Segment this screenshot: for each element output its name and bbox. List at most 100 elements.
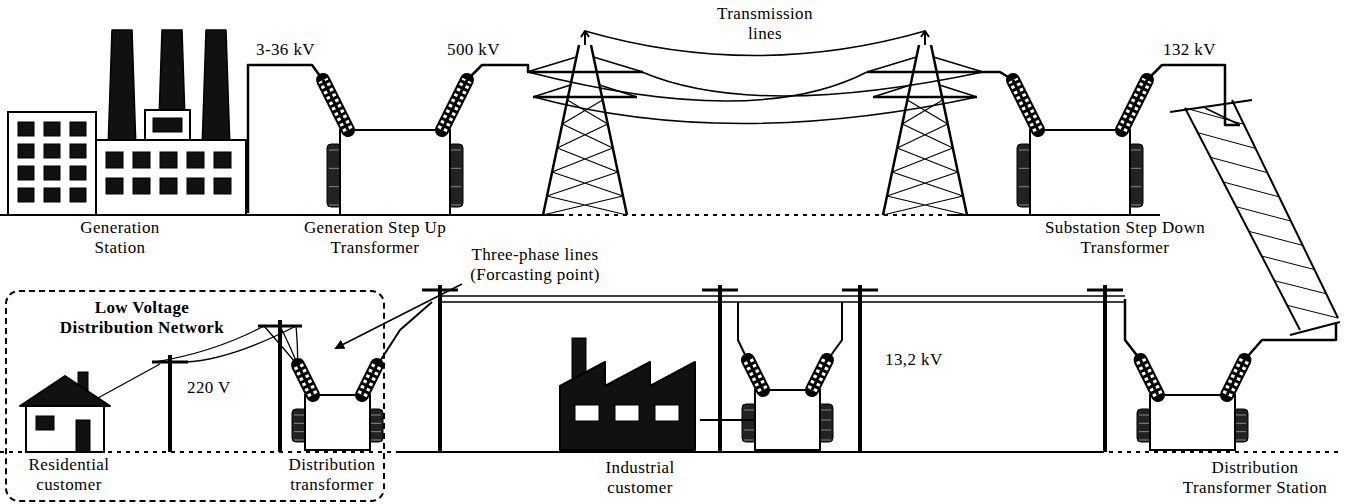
radiator-fin	[1130, 150, 1141, 151]
tower-brace	[873, 85, 977, 97]
tower-lattice	[557, 124, 613, 148]
radiator-fin	[1235, 415, 1246, 416]
radiator-fin	[1139, 440, 1150, 441]
tower-lattice	[1287, 305, 1338, 318]
component-label: Distribution Transformer Station	[1173, 458, 1338, 498]
three-phase-lines	[264, 326, 298, 365]
ground-line	[560, 214, 950, 216]
tower-lattice	[897, 124, 953, 148]
transmission-conductor	[534, 97, 977, 124]
bushing-insulator	[362, 365, 377, 395]
conductor	[738, 302, 748, 360]
tower-lattice	[1198, 133, 1256, 149]
ground-line	[400, 451, 1100, 453]
window	[18, 144, 34, 158]
bushing-insulator	[1122, 80, 1147, 130]
radiator-fin	[450, 168, 461, 169]
window	[153, 118, 182, 132]
tower-lattice	[1185, 108, 1244, 124]
conductor	[1245, 322, 1337, 360]
window	[214, 152, 231, 168]
tower-brace	[527, 57, 643, 72]
transformer-tank	[1150, 395, 1235, 450]
radiator-fin	[820, 440, 831, 441]
radiator-fin	[294, 423, 305, 424]
distribution-conductor	[440, 301, 1125, 303]
ground-line	[1100, 451, 1340, 453]
distribution-conductor	[440, 295, 1125, 297]
window	[36, 416, 54, 430]
transmission-conductor	[528, 72, 867, 101]
bushing-core	[748, 360, 763, 390]
conductor	[828, 302, 843, 360]
bushing-insulator	[1013, 80, 1038, 130]
window	[187, 152, 204, 168]
bushing-insulator	[323, 80, 348, 130]
radiator-fin	[744, 410, 755, 411]
window	[18, 188, 34, 202]
tower-lattice	[543, 196, 627, 215]
radiator-fin	[1235, 423, 1246, 424]
radiator-fin	[450, 205, 461, 206]
radiator-fin	[294, 431, 305, 432]
chimney	[202, 30, 230, 150]
tower-crossarm	[527, 71, 643, 74]
bushing-core	[1141, 360, 1159, 395]
utility-pole	[1103, 285, 1107, 452]
component-label: Generation Station	[70, 218, 170, 258]
bushing-core	[1227, 360, 1245, 395]
factory-chimney	[572, 338, 586, 378]
window	[106, 178, 123, 194]
window	[160, 152, 177, 168]
conductor	[1125, 299, 1141, 360]
tower-peak	[584, 31, 586, 45]
service-drop	[98, 364, 160, 398]
radiator-fin	[820, 410, 831, 411]
window	[18, 166, 34, 180]
tower-crossarm	[1290, 322, 1340, 335]
radiator-fin	[820, 420, 831, 421]
utility-pole	[278, 320, 282, 452]
voltage-label: 220 V	[187, 378, 231, 398]
radiator-fin	[1139, 423, 1150, 424]
component-label: 132 kV	[1163, 40, 1216, 60]
bushing-insulator	[298, 365, 313, 395]
network-title: Low Voltage Distribution Network	[55, 298, 230, 338]
tower-lattice	[1211, 157, 1268, 172]
radiator-fin	[370, 415, 381, 416]
bushing-insulator	[812, 360, 827, 390]
window	[70, 188, 86, 202]
door	[76, 420, 90, 452]
bushing-core	[1013, 80, 1038, 130]
bushing-insulator	[1227, 360, 1245, 395]
conductor	[467, 65, 528, 80]
bushing-insulator	[748, 360, 763, 390]
radiator-fin	[450, 186, 461, 187]
component-label: 3-36 kV	[256, 40, 315, 60]
radiator-fin	[744, 430, 755, 431]
radiator-fin	[1130, 168, 1141, 169]
bushing-insulator	[748, 360, 763, 390]
chimney	[108, 30, 136, 150]
utility-pole	[718, 285, 722, 452]
window	[44, 166, 60, 180]
bushing-insulator	[1227, 360, 1245, 395]
window	[160, 178, 177, 194]
tower-lattice	[1249, 231, 1303, 245]
radiator-fin	[820, 430, 831, 431]
station-tower	[145, 110, 190, 140]
tower-lattice	[883, 196, 967, 215]
station-hall	[96, 140, 246, 215]
bushing-insulator	[1141, 360, 1159, 395]
transformer-tank	[305, 395, 370, 450]
factory-building	[560, 362, 695, 450]
radiator-fin	[450, 150, 461, 151]
bushing-core	[298, 365, 313, 395]
radiator-fin	[1019, 186, 1030, 187]
component-label: Generation Step Up Transformer	[293, 218, 458, 258]
tower-lattice	[547, 172, 623, 196]
window	[106, 152, 123, 168]
window	[44, 144, 60, 158]
customer-label: Residential customer	[22, 455, 117, 495]
radiator-fin	[1130, 205, 1141, 206]
